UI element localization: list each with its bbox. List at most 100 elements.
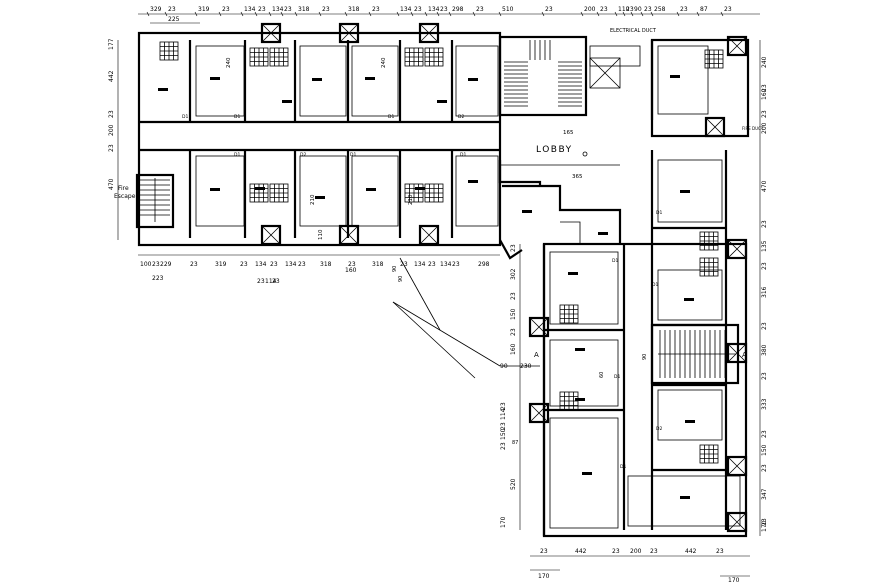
top-dim: 298: [452, 6, 464, 13]
door-code: D1: [620, 464, 626, 470]
top-dim: 134: [400, 6, 412, 13]
misc-dim: 90: [642, 354, 648, 360]
right-dim: 316: [761, 286, 768, 298]
top-dim: 23: [680, 6, 688, 13]
right-dim: 23: [761, 220, 768, 228]
room-tags: [158, 75, 695, 499]
right-dim: 135: [761, 240, 768, 252]
right-dim: 170: [761, 520, 768, 532]
mid-dim-sub: 23: [257, 278, 265, 285]
top-dim: 23: [724, 6, 732, 13]
wing-dim: 23: [500, 422, 507, 430]
door-code: D2: [300, 152, 306, 158]
right-dim: 470: [761, 180, 768, 192]
top-dim: 510: [502, 6, 514, 13]
left-dim: 23: [108, 144, 115, 152]
bottom-dim: 23: [716, 548, 724, 555]
top-dim: 258: [654, 6, 666, 13]
bottom-dim-sub: 170: [538, 573, 550, 580]
wing-dim: 520: [510, 478, 517, 490]
right-dimension-chain: 2402316023200470231352331623380233332315…: [759, 40, 768, 536]
mid-dim: 100: [140, 261, 152, 268]
mid-dim: 23: [400, 261, 408, 268]
top-dim: 23: [644, 6, 652, 13]
mid-dim: 134: [440, 261, 452, 268]
right-dim: 23: [761, 372, 768, 380]
mid-dim: 318: [320, 261, 332, 268]
tile-blocks: [159, 41, 724, 464]
door-code: D1: [234, 114, 240, 120]
left-dim: 470: [108, 178, 115, 190]
wing-dim: 90: [500, 363, 508, 370]
right-dim: 23: [761, 518, 768, 526]
top-dim: 23: [284, 6, 292, 13]
top-dim: 23: [258, 6, 266, 13]
duct-squares: [260, 22, 748, 533]
right-dim: 333: [761, 398, 768, 410]
misc-dim: 60: [599, 372, 605, 378]
mid-dim: 23: [240, 261, 248, 268]
top-dim: 23: [545, 6, 553, 13]
room-dim: 240: [226, 57, 232, 68]
wing-dim: 230: [520, 363, 532, 370]
misc-dim: 90: [392, 266, 398, 272]
door-code: D1: [612, 258, 618, 264]
right-dim: 23: [761, 464, 768, 472]
room-dim: 165: [563, 130, 574, 136]
fire-escape-stair: Fire Escape: [114, 173, 175, 229]
top-dim: 319: [198, 6, 210, 13]
north-wing: [137, 31, 502, 247]
bottom-dim: 23: [650, 548, 658, 555]
mid-dim: 23: [190, 261, 198, 268]
top-dim: 23: [322, 6, 330, 13]
top-dim: 23: [414, 6, 422, 13]
mid-dim: 23: [152, 261, 160, 268]
door-code: D2: [656, 426, 662, 432]
left-dim: 23: [108, 110, 115, 118]
lobby-marker: [582, 151, 588, 157]
left-dim: 200: [108, 124, 115, 136]
wing-dim: 23: [510, 244, 517, 252]
door-code: D1: [614, 374, 620, 380]
right-dim: 23: [761, 110, 768, 118]
door-code: D1: [388, 114, 394, 120]
top-dim: 23: [372, 6, 380, 13]
electrical-duct-label: ELECTRICAL DUCT: [610, 28, 657, 34]
top-dim: 134: [428, 6, 440, 13]
lobby-walls: [498, 160, 622, 260]
mid-dim: 298: [478, 261, 490, 268]
mid-dim: 318: [372, 261, 384, 268]
east-block: FIRE DUCT: [650, 38, 764, 138]
top-dim: 23: [168, 6, 176, 13]
wing-dim: 170: [500, 516, 507, 528]
mid-dim: 23: [298, 261, 306, 268]
top-dim: 134: [244, 6, 256, 13]
top-dim: 329: [150, 6, 162, 13]
right-dim: 23: [761, 84, 768, 92]
door-code: D2: [458, 114, 464, 120]
room-dim: 110: [318, 229, 324, 240]
room-dim: 240: [381, 57, 387, 68]
wing-dim: 114: [500, 408, 507, 420]
top-dim: 23: [476, 6, 484, 13]
bottom-dim: 200: [630, 548, 642, 555]
mid-dim-sub: 160: [345, 267, 357, 274]
wing-dim: 87: [512, 440, 518, 446]
right-dim: 150: [761, 444, 768, 456]
bottom-dim: 23: [612, 548, 620, 555]
mid-dim: 134: [255, 261, 267, 268]
top-dim: 23: [600, 6, 608, 13]
top-dim: 23: [440, 6, 448, 13]
top-dim: 23: [222, 6, 230, 13]
bottom-dim: 442: [685, 548, 697, 555]
east-wing: [542, 150, 748, 538]
top-dim: 87: [700, 6, 708, 13]
wing-dim: 23: [510, 328, 517, 336]
room-dim: 210: [408, 194, 414, 205]
mid-dim: 23: [428, 261, 436, 268]
top-dim: 318: [298, 6, 310, 13]
